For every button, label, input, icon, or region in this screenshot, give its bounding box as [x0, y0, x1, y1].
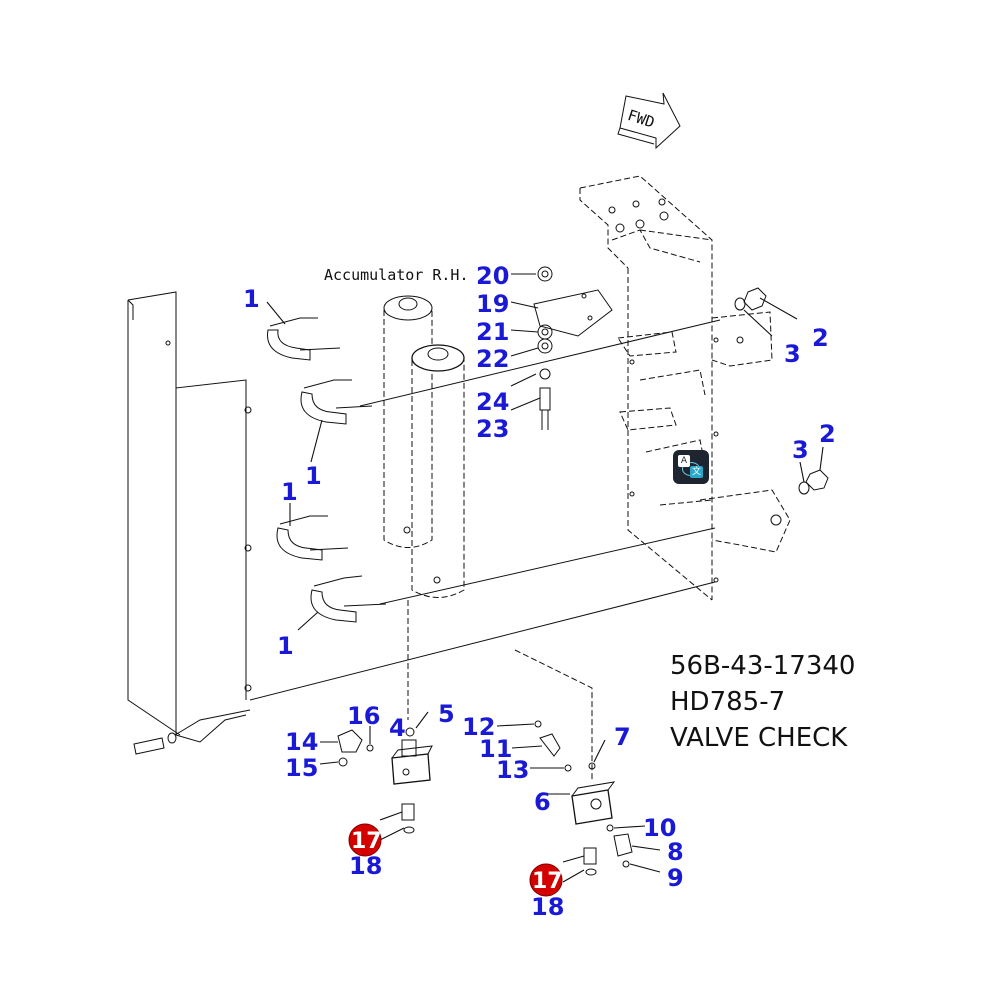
callout-1: 1 — [277, 632, 294, 660]
callout-24: 24 — [476, 388, 509, 416]
callout-10: 10 — [643, 814, 676, 842]
callout-9: 9 — [667, 864, 684, 892]
callout-12: 12 — [462, 713, 495, 741]
highlighted-callout-17b: 17 — [529, 863, 563, 897]
callout-4: 4 — [389, 714, 406, 742]
callout-3: 3 — [792, 436, 809, 464]
callout-8: 8 — [667, 838, 684, 866]
callout-1: 1 — [243, 285, 260, 313]
callout-18: 18 — [531, 893, 564, 921]
callout-1: 1 — [305, 462, 322, 490]
callout-2: 2 — [819, 420, 836, 448]
bottom-bolt — [133, 732, 177, 755]
callout-3: 3 — [784, 340, 801, 368]
callout-22: 22 — [476, 345, 509, 373]
callout-23: 23 — [476, 415, 509, 443]
callout-labels: 1 1 1 1 2 2 3 3 4 5 6 7 8 9 10 11 12 13 … — [243, 262, 836, 921]
callout-6: 6 — [534, 788, 551, 816]
accumulator-annotation: Accumulator R.H. — [324, 266, 469, 284]
callout-11: 11 — [479, 735, 512, 763]
callout-2: 2 — [812, 324, 829, 352]
left-check-valve — [337, 727, 433, 834]
callout-15: 15 — [285, 754, 318, 782]
callout-20: 20 — [476, 262, 509, 290]
highlighted-callout-17a: 17 — [348, 823, 382, 857]
translate-app-icon[interactable]: A 文 — [673, 450, 709, 484]
mounting-plate — [533, 266, 613, 430]
callout-18: 18 — [349, 852, 382, 880]
strap-clamps — [267, 317, 387, 623]
callout-14: 14 — [285, 728, 318, 756]
callout-13: 13 — [496, 756, 529, 784]
left-panel — [127, 291, 252, 743]
callout-16: 16 — [347, 702, 380, 730]
right-check-valve — [514, 649, 633, 876]
machine-model: HD785-7 — [670, 687, 786, 717]
bracket-frame — [579, 175, 791, 601]
rods — [174, 319, 721, 736]
callout-21: 21 — [476, 318, 509, 346]
callout-19: 19 — [476, 290, 509, 318]
part-number: 56B-43-17340 — [670, 651, 856, 681]
callout-7: 7 — [614, 723, 631, 751]
part-info-block: 56B-43-17340 HD785-7 VALVE CHECK — [670, 648, 855, 756]
callout-1: 1 — [281, 478, 298, 506]
leader-lines — [266, 273, 824, 883]
fwd-label: FWD — [625, 106, 656, 131]
accumulator-cylinders — [383, 295, 465, 720]
fwd-arrow-icon: FWD — [617, 92, 681, 150]
nuts-washers — [734, 287, 829, 495]
callout-17: 17 — [532, 869, 563, 894]
callout-17: 17 — [351, 829, 382, 854]
callout-5: 5 — [438, 700, 455, 728]
part-title: VALVE CHECK — [670, 723, 848, 753]
